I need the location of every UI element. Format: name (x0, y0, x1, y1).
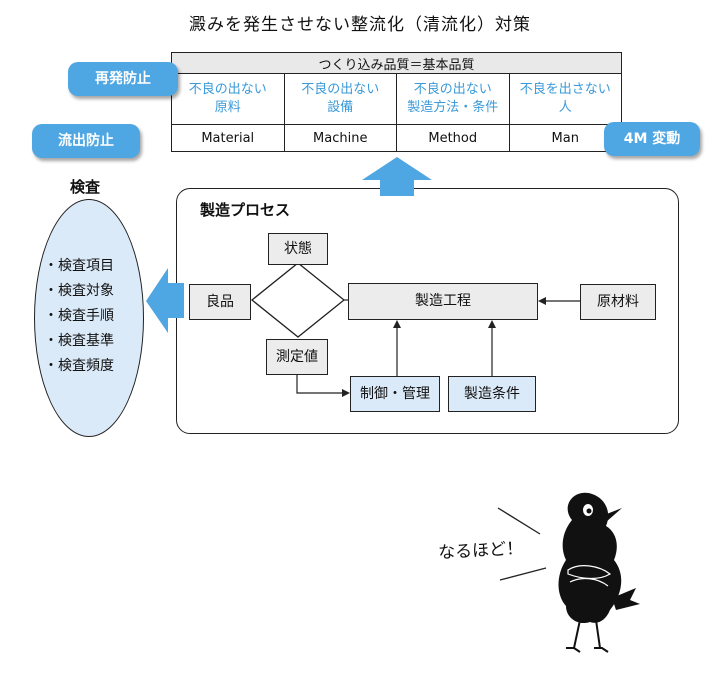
label-machine: Machine (283, 124, 397, 152)
desc-man-line2: 人 (558, 100, 572, 115)
desc-man-line1: 不良を出さない (519, 82, 611, 97)
desc-method: 不良の出ない製造方法・条件 (396, 73, 510, 125)
raw-material-box: 原材料 (580, 284, 656, 320)
control-management-box: 制御・管理 (350, 376, 440, 412)
desc-material-line2: 原料 (214, 100, 241, 115)
decision-diamond (250, 262, 346, 338)
speech-line-bottom (499, 567, 547, 581)
outflow-prevention-badge: 流出防止 (32, 124, 140, 158)
desc-man: 不良を出さない人 (508, 73, 622, 125)
inspection-item: ・検査手順 (44, 308, 114, 324)
speech-line-top (497, 507, 541, 535)
inspection-label: 検査 (70, 178, 101, 196)
inspection-item: ・検査項目 (44, 258, 114, 274)
label-material: Material (171, 124, 285, 152)
inspection-item: ・検査対象 (44, 283, 114, 299)
big-up-arrow (362, 157, 432, 196)
quality-table-header: つくり込み品質＝基本品質 (171, 52, 622, 74)
good-product-box: 良品 (189, 284, 251, 320)
desc-material: 不良の出ない原料 (171, 73, 285, 125)
raw-to-process-arrowhead (538, 297, 546, 305)
measure-to-control-arrowhead (342, 389, 350, 397)
big-left-arrow (146, 268, 184, 333)
recurrence-prevention-badge: 再発防止 (68, 62, 178, 96)
desc-method-line1: 不良の出ない (413, 82, 492, 97)
desc-material-line1: 不良の出ない (188, 82, 267, 97)
inspection-item: ・検査頻度 (44, 358, 114, 374)
inspection-ellipse (34, 199, 144, 437)
label-man: Man (508, 124, 622, 152)
label-method: Method (396, 124, 510, 152)
desc-machine-line1: 不良の出ない (301, 82, 380, 97)
state-box: 状態 (268, 233, 328, 265)
speech-text: なるほど！ (437, 538, 524, 564)
inspection-item: ・検査基準 (44, 333, 114, 349)
measured-value-box: 測定値 (266, 339, 328, 375)
conditions-to-process-arrowhead (488, 320, 496, 328)
measure-to-control-line (296, 375, 344, 394)
desc-machine-line2: 設備 (327, 100, 354, 115)
quality-table: つくり込み品質＝基本品質 不良の出ない原料 不良の出ない設備 不良の出ない製造方… (171, 52, 622, 152)
control-to-process-arrowhead (393, 320, 401, 328)
manufacturing-step-box: 製造工程 (348, 283, 538, 320)
page-title: 澱みを発生させない整流化（清流化）対策 (189, 15, 531, 35)
inspection-items: ・検査項目 ・検査対象 ・検査手順 ・検査基準 ・検査頻度 (44, 254, 114, 379)
desc-method-line2: 製造方法・条件 (407, 100, 499, 115)
character-illustration (558, 492, 640, 653)
manufacturing-conditions-box: 製造条件 (448, 376, 536, 412)
process-title: 製造プロセス (200, 201, 291, 219)
four-m-change-badge: 4M 変動 (604, 122, 700, 156)
